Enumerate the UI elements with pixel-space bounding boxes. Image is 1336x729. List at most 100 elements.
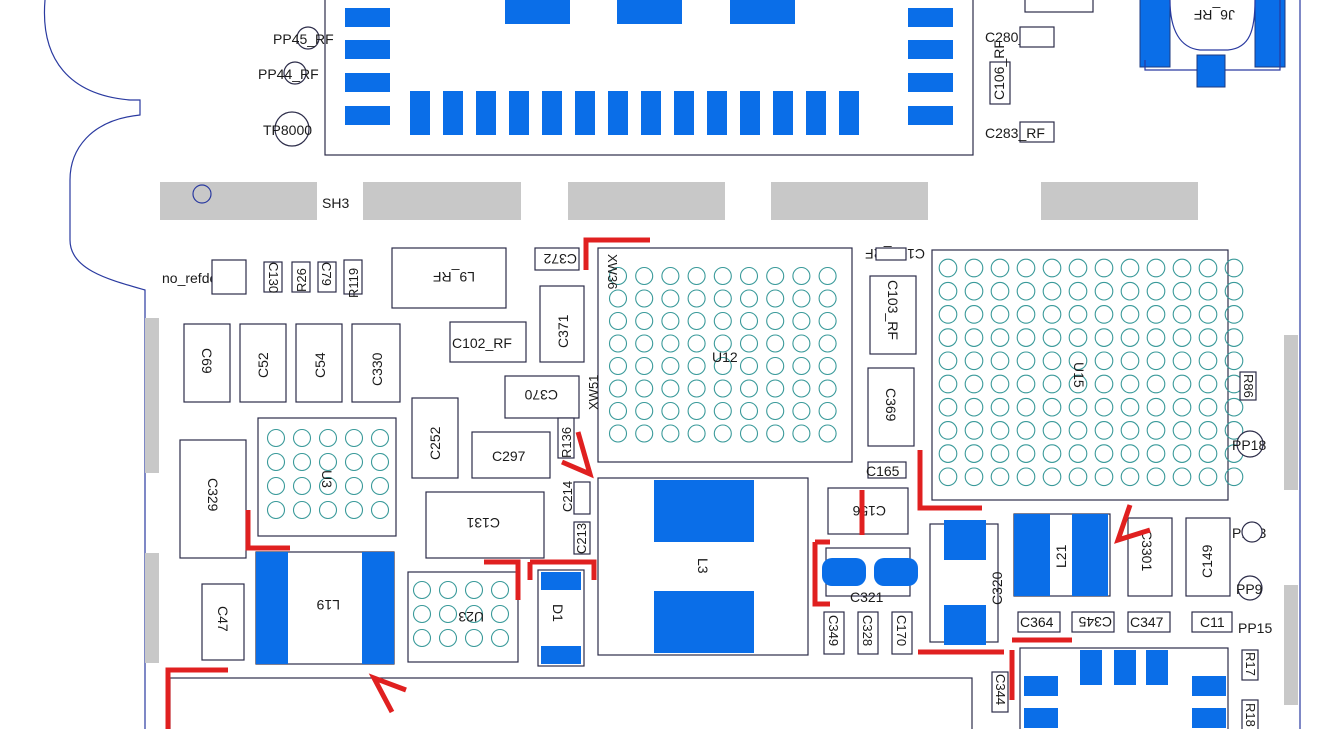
c102-part [449,321,527,363]
c106-label: C106_RF [991,40,1007,100]
pp18-testpoint [1236,430,1264,458]
c372-part [534,247,580,271]
pp9-testpoint [1237,575,1263,601]
shield-strip-3 [568,182,725,220]
bga-ball [713,334,732,353]
bga-ball [1094,421,1114,440]
bga-ball [370,476,390,496]
bga-ball [818,334,837,353]
bga-ball [990,444,1010,463]
l19-pad-left [256,552,288,664]
bga-ball [1094,281,1114,301]
pp15-label: PP15 [1238,620,1272,636]
c69-label: C69 [199,348,215,374]
bga-ball [661,379,680,398]
c165-label: C165 [866,463,900,479]
bottom-right-module-pads [1024,650,1226,728]
bga-ball [661,289,680,308]
bga-ball [608,334,628,353]
c349-label: C349 [826,615,841,646]
bga-ball [938,467,958,487]
bga-ball [938,281,958,301]
bga-ball [964,397,984,417]
c102-label: C102_RF [452,335,512,351]
bga-ball [1094,444,1114,463]
bga-ball [938,258,958,278]
c130-part [263,261,283,293]
bga-ball [792,334,811,353]
bga-ball [1224,467,1244,487]
r86-label: R86 [1241,374,1256,398]
c170-part [891,611,913,655]
bga-ball [766,356,785,376]
red-markers [165,237,1151,729]
bga-ball [661,311,680,331]
bga-ball [1198,258,1218,278]
bga-ball [687,424,706,443]
bga-ball [739,311,759,331]
bga-ball [608,424,628,443]
bga-ball [713,424,732,443]
bga-ball [739,266,759,286]
bga-ball [1120,444,1140,463]
bga-ball [1146,281,1166,301]
bga-ball [490,580,510,600]
bga-ball [1146,397,1166,417]
bga-ball [938,305,958,324]
bga-ball [1042,328,1062,347]
c104-part [875,247,907,261]
bga-ball [938,421,958,440]
bga-ball [818,266,837,286]
pp45-label: PP45_RF [273,31,334,47]
bga-ball [1016,397,1036,417]
c52-part [239,323,287,403]
bga-ball [635,289,654,308]
bga-ball [292,500,312,520]
bga-ball [766,401,785,421]
bga-ball [1068,305,1088,324]
rf-module-left-pads [345,8,390,125]
tp8000-label: TP8000 [263,122,312,138]
l21-pad-right [1072,514,1108,596]
c283-label: C283_RF [985,125,1045,141]
bga-ball [990,258,1010,278]
bga-ball [1224,328,1244,347]
bga-ball [818,401,837,421]
bga-ball [1198,305,1218,324]
bga-ball [1068,281,1088,301]
c347-label: C347 [1130,614,1164,630]
bga-ball [1094,351,1114,371]
bga-ball [266,500,286,520]
xw51-label: XW51 [586,375,601,410]
bga-ball [792,266,811,286]
c364-label: C364 [1020,614,1054,630]
shield-strip-2 [363,182,521,220]
c283-part [1019,121,1055,143]
bga-ball [990,281,1010,301]
bga-ball [739,379,759,398]
l19-label: L19 [316,597,340,613]
bga-ball [608,356,628,376]
bga-ball [412,604,432,624]
bga-ball [344,500,364,520]
bga-ball [964,328,984,347]
bga-ball [490,604,510,624]
l9-label: L9_RF [433,269,475,285]
c54-label: C54 [312,352,328,378]
bga-ball [1146,467,1166,487]
bga-ball [739,289,759,308]
bga-ball [964,258,984,278]
bga-ball [1224,281,1244,301]
bga-ball [713,356,732,376]
c130-label: C130 [266,262,281,293]
d1-pad-top [541,572,581,590]
bga-ball [1068,467,1088,487]
c252-part [411,397,459,479]
c149-part [1185,517,1231,597]
bga-ball [687,289,706,308]
rf-module-pad [773,91,793,135]
c370-label: C370 [524,387,558,403]
bga-ball [1224,305,1244,324]
bga-ball [1198,281,1218,301]
bga-ball [1172,421,1192,440]
